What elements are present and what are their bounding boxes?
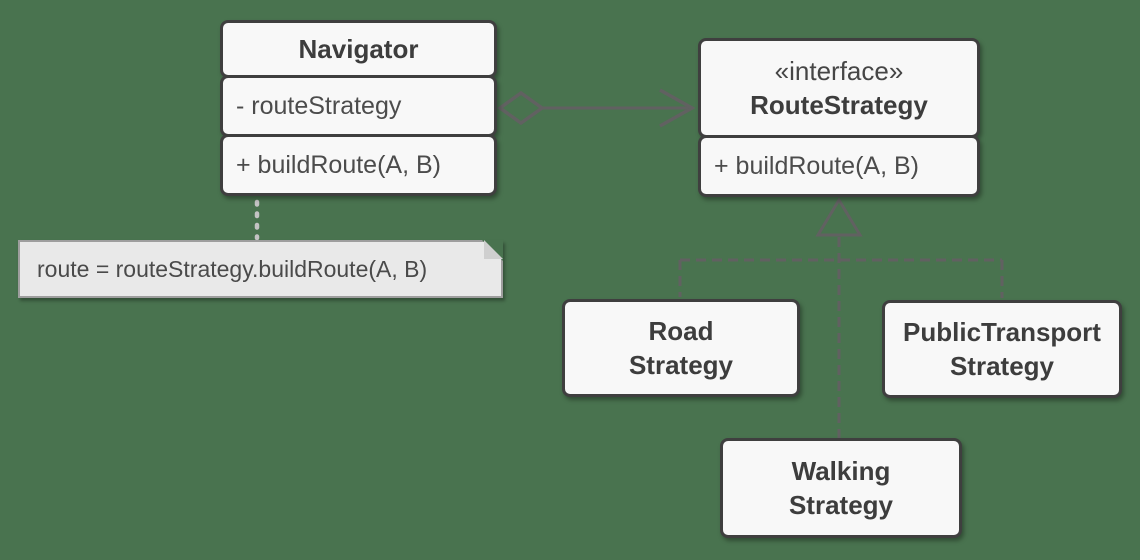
note-fold-icon [484,240,503,259]
interface-stereotype: «interface» [774,56,904,86]
class-public-transport-strategy-title: PublicTransport Strategy [882,300,1122,398]
class-navigator-attributes: - routeStrategy [220,75,497,137]
aggregation-diamond-icon [496,90,546,126]
class-navigator-title: Navigator [220,20,497,78]
class-name-line2: Strategy [788,490,894,520]
open-arrowhead-icon [659,88,696,128]
class-road-strategy: Road Strategy [562,299,800,397]
class-navigator: Navigator - routeStrategy + buildRoute(A… [220,20,497,196]
realization-connector [678,197,1004,438]
aggregation-connector [496,88,696,128]
class-road-strategy-title: Road Strategy [562,299,800,397]
interface-route-strategy-methods: + buildRoute(A, B) [698,135,980,197]
class-name: Navigator [298,33,419,64]
interface-route-strategy: «interface» RouteStrategy + buildRoute(A… [698,38,980,197]
class-name-line2: Strategy [949,351,1055,381]
uml-note: route = routeStrategy.buildRoute(A, B) [18,240,503,298]
class-walking-strategy: Walking Strategy [720,438,962,538]
method-build-route: + buildRoute(A, B) [236,150,441,179]
class-name-line1: Road [648,316,714,346]
class-navigator-methods: + buildRoute(A, B) [220,134,497,196]
class-name-line2: Strategy [628,350,734,380]
class-name-line1: Walking [791,456,891,486]
class-public-transport-strategy: PublicTransport Strategy [882,300,1122,398]
realization-triangle-icon [815,197,863,237]
class-name-line1: PublicTransport [903,317,1101,347]
class-name: RouteStrategy [750,90,928,120]
attribute-route-strategy: - routeStrategy [236,91,402,120]
method-build-route: + buildRoute(A, B) [714,151,919,180]
class-walking-strategy-title: Walking Strategy [720,438,962,538]
interface-route-strategy-title: «interface» RouteStrategy [698,38,980,138]
note-text: route = routeStrategy.buildRoute(A, B) [37,255,428,282]
